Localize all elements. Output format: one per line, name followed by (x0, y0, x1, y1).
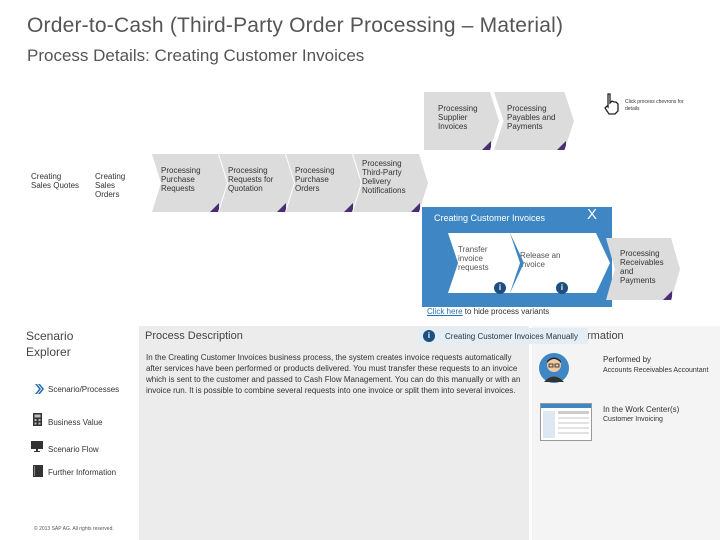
step-processing-supplier-invoices[interactable]: Processing Supplier Invoices (424, 92, 499, 150)
step-processing-payables[interactable]: Processing Payables and Payments (494, 92, 574, 150)
step-label: Creating Sales Quotes (31, 172, 80, 190)
step-corner-marker (557, 141, 566, 150)
substep-transfer-invoice-requests[interactable]: Transfer invoice requests (448, 233, 520, 293)
sidebar-item-scenario-flow[interactable]: Scenario Flow (48, 445, 99, 454)
step-creating-sales-quotes[interactable]: Creating Sales Quotes (22, 160, 92, 210)
hide-variants-link[interactable]: Click here to hide process variants (427, 307, 549, 316)
substep-release-an-invoice[interactable]: Release an invoice (510, 233, 610, 293)
process-description-body: In the Creating Customer Invoices busine… (146, 353, 521, 395)
step-processing-purchase-orders[interactable]: Processing Purchase Orders (286, 154, 361, 212)
monitor-icon (31, 441, 43, 452)
step-label: Processing Third-Party Delivery Notifica… (362, 159, 406, 195)
screenshot-thumbnail (540, 403, 592, 441)
step-corner-marker (277, 203, 286, 212)
step-processing-third-party-delivery[interactable]: Processing Third-Party Delivery Notifica… (353, 154, 428, 212)
active-step-title: Creating Customer Invoices (434, 213, 546, 223)
step-processing-purchase-requests[interactable]: Processing Purchase Requests (152, 154, 227, 212)
process-hint-text: Click process chevrons for details (625, 99, 684, 112)
step-corner-marker (482, 141, 491, 150)
step-label: Processing Supplier Invoices (438, 104, 478, 131)
close-active-step-button[interactable]: X (587, 206, 598, 223)
book-icon (33, 465, 43, 477)
work-center-label: In the Work Center(s) (603, 405, 680, 414)
copyright-text: © 2013 SAP AG. All rights reserved. (34, 526, 114, 532)
sidebar-item-scenario-processes[interactable]: Scenario/Processes (48, 385, 120, 394)
info-icon[interactable]: i (423, 330, 435, 342)
work-center-value: Customer Invoicing (603, 416, 663, 423)
step-corner-marker (344, 203, 353, 212)
process-description-panel (139, 326, 529, 540)
performed-by-value: Accounts Receivables Accountant (603, 367, 709, 374)
hide-variants-link-text[interactable]: Click here (427, 307, 463, 316)
step-processing-receivables[interactable]: Processing Receivables and Payments (606, 238, 680, 300)
step-corner-marker (210, 203, 219, 212)
substep-label: Release an invoice (520, 251, 561, 269)
step-corner-marker (663, 291, 672, 300)
step-creating-sales-orders[interactable]: Creating Sales Orders (86, 160, 156, 210)
additional-information-title: rmation (587, 330, 624, 342)
page-subtitle: Process Details: Creating Customer Invoi… (27, 46, 365, 65)
step-label: Processing Purchase Requests (161, 166, 201, 193)
double-chevron-icon (35, 384, 44, 394)
step-label: Processing Payables and Payments (507, 104, 556, 131)
step-processing-requests-for-quotation[interactable]: Processing Requests for Quotation (219, 154, 294, 212)
calculator-icon (33, 413, 42, 426)
info-icon[interactable]: i (556, 282, 568, 294)
page-title: Order-to-Cash (Third-Party Order Process… (27, 14, 564, 37)
cursor-hand-icon (604, 93, 619, 115)
process-description-title: Process Description (145, 330, 243, 342)
hide-variants-text: to hide process variants (462, 307, 550, 316)
step-corner-marker (411, 203, 420, 212)
step-label: Processing Requests for Quotation (228, 166, 274, 193)
scenario-explorer-heading: Scenario Explorer (26, 329, 74, 359)
variant-callout[interactable] (418, 328, 588, 344)
variant-callout-text: Creating Customer Invoices Manually (445, 332, 578, 341)
step-label: Creating Sales Orders (95, 172, 126, 199)
info-icon[interactable]: i (494, 282, 506, 294)
avatar-icon (539, 353, 569, 383)
sidebar-item-business-value[interactable]: Business Value (48, 418, 103, 427)
step-label: Processing Receivables and Payments (620, 249, 664, 285)
step-label: Processing Purchase Orders (295, 166, 335, 193)
substep-label: Transfer invoice requests (458, 245, 489, 272)
sidebar-item-further-information[interactable]: Further Information (48, 468, 117, 477)
performed-by-label: Performed by (603, 355, 652, 364)
